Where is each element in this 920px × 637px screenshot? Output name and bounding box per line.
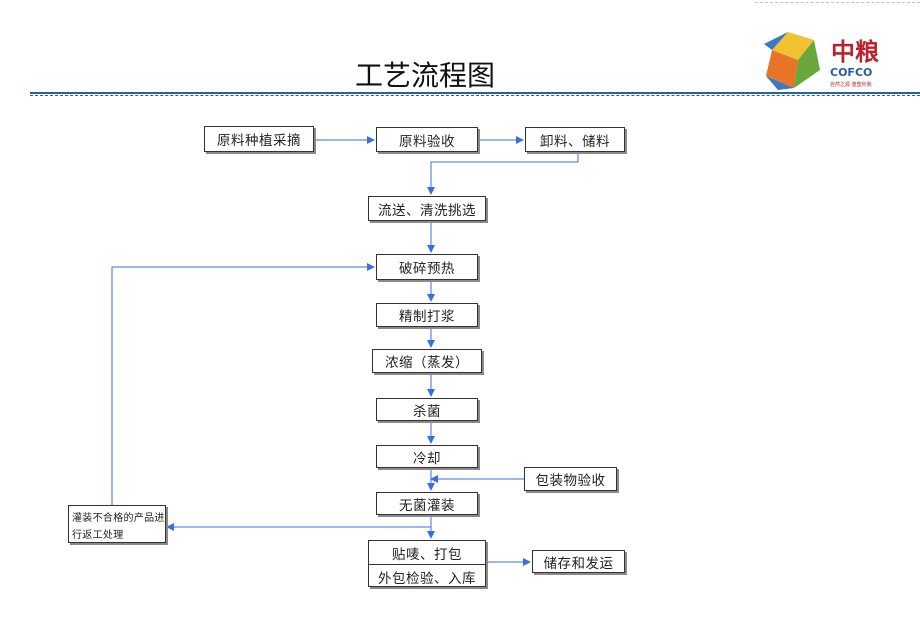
node-labeling-group: 贴唛、打包 外包检验、入库 [368, 540, 486, 587]
node-outer-inspection-storage: 外包检验、入库 [378, 570, 476, 587]
node-unload-storage: 卸料、储料 [525, 127, 625, 152]
node-storage-shipping: 储存和发运 [532, 550, 625, 573]
logo-name-en: COFCO [830, 66, 873, 79]
node-crushing-preheat: 破碎预热 [376, 254, 478, 280]
arrow-storage-to-washing [427, 152, 579, 195]
node-raw-planting: 原料种植采摘 [204, 126, 314, 152]
node-aseptic-filling: 无菌灌装 [376, 492, 478, 515]
logo-name-zh: 中粮 [831, 38, 879, 66]
logo-tagline: 自然之源 重塑你我 [830, 82, 872, 88]
node-raw-inspection: 原料验收 [376, 127, 478, 152]
node-conveying-washing: 流送、清洗挑选 [368, 196, 486, 221]
top-dashed-line [755, 2, 920, 3]
cofco-logo-icon [764, 32, 820, 90]
node-rework: 灌装不合格的产品进行返工处理 [68, 505, 166, 543]
node-concentration: 浓缩（蒸发） [372, 349, 482, 373]
node-sterilization: 杀菌 [376, 398, 478, 421]
page-title: 工艺流程图 [354, 59, 495, 92]
title-rule-dotted [30, 95, 920, 96]
node-cooling: 冷却 [376, 445, 478, 468]
node-labeling-packing: 贴唛、打包 [369, 541, 485, 565]
arrow-rework-to-crushing [111, 263, 375, 505]
node-refining-pulping: 精制打浆 [376, 303, 478, 327]
title-rule [30, 92, 920, 94]
node-packaging-inspection: 包装物验收 [524, 467, 617, 491]
